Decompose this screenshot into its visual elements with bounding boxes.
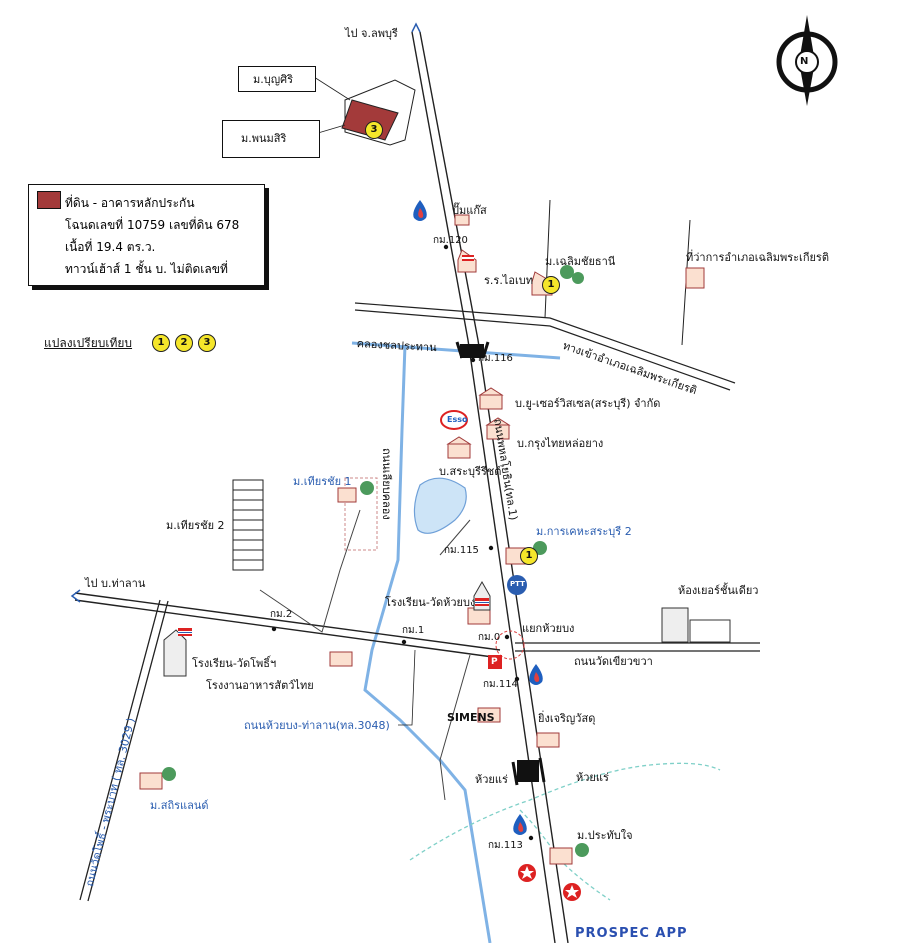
label-school-wat-phochai: โรงเรียน-วัดโพธิ์ฯ <box>192 657 277 670</box>
legend-title: ที่ดิน - อาคารหลักประกัน <box>65 196 195 210</box>
building-icons <box>139 214 731 865</box>
arrow-west <box>70 589 81 603</box>
canal-water <box>351 341 561 360</box>
label-km116: กม.116 <box>478 353 513 364</box>
km-markers <box>271 244 534 841</box>
label-mu-chalermchai: ม.เฉลิมชัยธานี <box>545 255 616 268</box>
esso-logo <box>440 410 468 430</box>
label-company-yu: บ.ยู-เซอร์วิสเซล(สระบุรี) จำกัด <box>515 397 661 410</box>
label-parking: P <box>491 657 498 667</box>
parking-sign <box>488 655 502 669</box>
ptt-logo <box>507 575 527 595</box>
legend-line1: โฉนดเลขที่ 10759 เลขที่ดิน 678 <box>65 218 240 232</box>
compass-n: N <box>800 56 809 67</box>
label-km114: กม.114 <box>483 679 518 690</box>
label-ptt: PTT <box>510 580 525 588</box>
callout-boonsiri <box>313 76 351 101</box>
label-km115: กม.115 <box>444 545 479 556</box>
star-stations <box>518 864 581 901</box>
stamp-text: PROSPEC APP <box>575 926 688 941</box>
legend-line3: ทาวน์เฮ้าส์ 1 ชั้น บ. ไม่ติดเลขที่ <box>65 262 228 276</box>
minor-road-pond <box>439 519 471 556</box>
label-to-lopburi: ไป จ.ลพบุรี <box>345 27 398 40</box>
label-road-wat-khiaokhwa: ถนนวัดเขียวขวา <box>574 655 653 668</box>
bridge-huaynae <box>511 757 546 786</box>
callout-3048 <box>398 649 416 726</box>
label-km120: กม.120 <box>433 235 468 246</box>
label-gas-station: ปั๊มแก๊ส <box>452 204 487 217</box>
road-chalerm-edge <box>354 309 731 391</box>
label-to-tharan: ไป บ.ท่าลาน <box>85 577 146 590</box>
label-mu-tianchai2: ม.เทียรชัย 2 <box>166 519 225 532</box>
comparable-legend-3: 3 <box>198 334 216 352</box>
legend-box: ที่ดิน - อาคารหลักประกัน โฉนดเลขที่ 1075… <box>28 184 265 286</box>
label-mu-sathirland: ม.สถิรแลนด์ <box>150 799 209 812</box>
legend-swatch <box>37 191 61 209</box>
label-km0: กม.0 <box>478 632 501 643</box>
fuel-icons <box>413 200 543 835</box>
label-mu-prathabjai: ม.ประทับใจ <box>577 829 633 842</box>
label-huay-nae-right: ห้วยแร่ <box>576 771 609 784</box>
comparable-marker-3: 3 <box>365 121 383 139</box>
arrow-north <box>411 22 421 33</box>
comparable-marker-1b: 1 <box>520 547 538 565</box>
label-feed-factory: โรงงานอาหารสัตว์ไทย <box>206 679 314 692</box>
bridge-km116-deck <box>460 344 484 358</box>
label-siemens: SIMENS <box>447 711 495 724</box>
label-junction: แยกห้วยบง <box>522 622 575 635</box>
compass-icon <box>776 15 838 106</box>
road-chalerm <box>354 302 736 384</box>
label-huay-nae-left: ห้วยแร่ <box>475 773 508 786</box>
label-boonsiri: ม.บุญศิริ <box>253 73 293 86</box>
comparables-label: แปลงเปรียบเทียบ <box>44 336 133 350</box>
bridge-huaynae-deck <box>517 760 539 782</box>
box-phanomsiri: ม.พนมสิริ <box>222 120 320 158</box>
label-road-3048: ถนนห้วยบง-ท่าลาน(ทล.3048) <box>244 719 390 732</box>
comparable-legend-2: 2 <box>175 334 193 352</box>
label-school-ibeth: ร.ร.ไอเบท <box>484 274 533 287</box>
label-ying-charoen: ยิ่งเจริญวัสดุ <box>538 712 596 725</box>
stream-huaynae <box>409 762 721 861</box>
pond <box>413 477 467 534</box>
subject-site-outline <box>344 79 416 146</box>
road-3048 <box>74 592 501 651</box>
label-company-krungthai: บ.กรุงไทยหล่อยาง <box>517 437 604 450</box>
road-3048-edge <box>74 599 501 659</box>
label-cement-silo: ห้องเยอร์ชั้นเดียว <box>678 584 759 597</box>
label-mu-karnkeha: ม.การเคหะสระบุรี 2 <box>536 525 632 538</box>
callout-phanomsiri <box>317 124 346 134</box>
label-phanomsiri: ม.พนมสิริ <box>241 132 287 145</box>
label-esso: Esso <box>447 415 468 424</box>
canal-side-water <box>363 344 492 943</box>
minor-road-km2 <box>259 509 361 633</box>
comparable-legend-1: 1 <box>152 334 170 352</box>
junction-circle <box>495 630 525 660</box>
temple-flags <box>178 255 489 636</box>
highway-1 <box>411 31 556 943</box>
side-road-1 <box>544 199 551 319</box>
legend-line2: เนื้อที่ 19.4 ตร.ว. <box>65 240 156 254</box>
subject-site <box>341 99 399 141</box>
label-km113: กม.113 <box>488 840 523 851</box>
minor-road-south <box>439 654 471 801</box>
label-canal-road: ถนนเลียบคลอง <box>380 448 393 520</box>
road-3029-edge <box>87 600 169 902</box>
label-mu-tianchai1: ม.เทียรชัย 1 <box>293 475 352 488</box>
label-district-office: ที่ว่าการอำเภอเฉลิมพระเกียรติ <box>686 251 829 264</box>
label-km2: กม.2 <box>270 609 293 620</box>
label-company-saraburi: บ.สระบุรีรีชต์ <box>439 465 502 478</box>
label-school-wat-huaybong: โรงเรียน-วัดห้วยบง <box>385 596 476 609</box>
tianchai1-area <box>344 477 378 551</box>
comparable-marker-1a: 1 <box>542 276 560 294</box>
label-km1: กม.1 <box>402 625 425 636</box>
road-3029 <box>79 599 161 901</box>
box-boonsiri: ม.บุญศิริ <box>238 66 316 92</box>
tianchai2-grid <box>232 479 264 571</box>
